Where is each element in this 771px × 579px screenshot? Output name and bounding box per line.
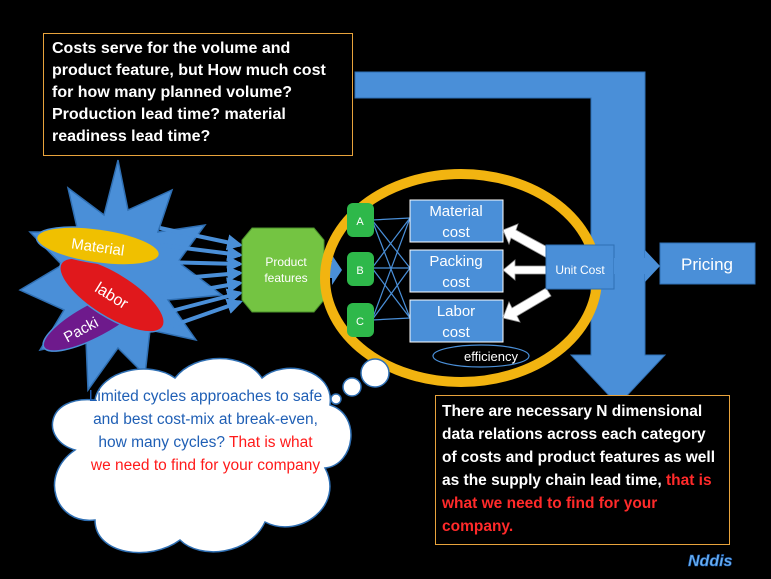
material-cost-line1: Material	[429, 203, 482, 220]
input-arrows	[159, 226, 244, 332]
product-features-line2: features	[264, 271, 307, 285]
labor-ellipse: labor	[59, 257, 165, 333]
feature-c-box	[347, 303, 374, 337]
bottom-note: There are necessary N dimensional data r…	[435, 395, 730, 545]
feature-c-label: C	[356, 316, 364, 328]
nddis-logo: Nddis	[688, 553, 733, 570]
pricing-label: Pricing	[681, 255, 733, 274]
product-features-box	[241, 227, 325, 313]
top-note: Costs serve for the volume and product f…	[43, 33, 353, 156]
material-cost-box	[409, 199, 504, 243]
feature-a-box	[347, 203, 374, 237]
unit-cost-box	[545, 244, 615, 290]
labor-cost-line2: cost	[442, 324, 470, 341]
material-cost-line2: cost	[442, 224, 470, 241]
abc-to-cost-links	[371, 217, 411, 321]
feature-a-label: A	[356, 216, 364, 228]
cloud-red-text: That is what we need to find for your co…	[90, 434, 321, 474]
feature-b-label: B	[356, 265, 363, 277]
product-features-line1: Product	[265, 255, 307, 269]
unit-cost-arrows	[502, 223, 554, 323]
efficiency-label: efficiency	[464, 349, 518, 364]
packing-cost-line1: Packing	[429, 253, 482, 270]
labor-cost-box	[409, 299, 504, 343]
cloud-text: Limited cycles approaches to safe and be…	[88, 385, 323, 477]
packing-cost-line2: cost	[442, 274, 470, 291]
labor-cost-line1: Labor	[437, 303, 475, 320]
pricing-box	[659, 242, 756, 285]
thought-cloud	[51, 357, 390, 554]
cloud-blue-text: Limited cycles approaches to safe and be…	[88, 388, 323, 451]
unit-cost-to-pricing-arrow	[614, 250, 660, 282]
feature-b-box	[347, 252, 374, 286]
efficiency-ellipse	[432, 344, 530, 368]
bottom-note-white-text: There are necessary N dimensional data r…	[442, 403, 716, 489]
material-ellipse: Material	[35, 226, 161, 266]
unit-cost-label: Unit Cost	[555, 263, 605, 277]
flow-arrow-down	[354, 71, 667, 406]
bottom-note-red-text: that is what we need to find for your co…	[442, 472, 712, 535]
packing-cost-box	[409, 249, 504, 293]
